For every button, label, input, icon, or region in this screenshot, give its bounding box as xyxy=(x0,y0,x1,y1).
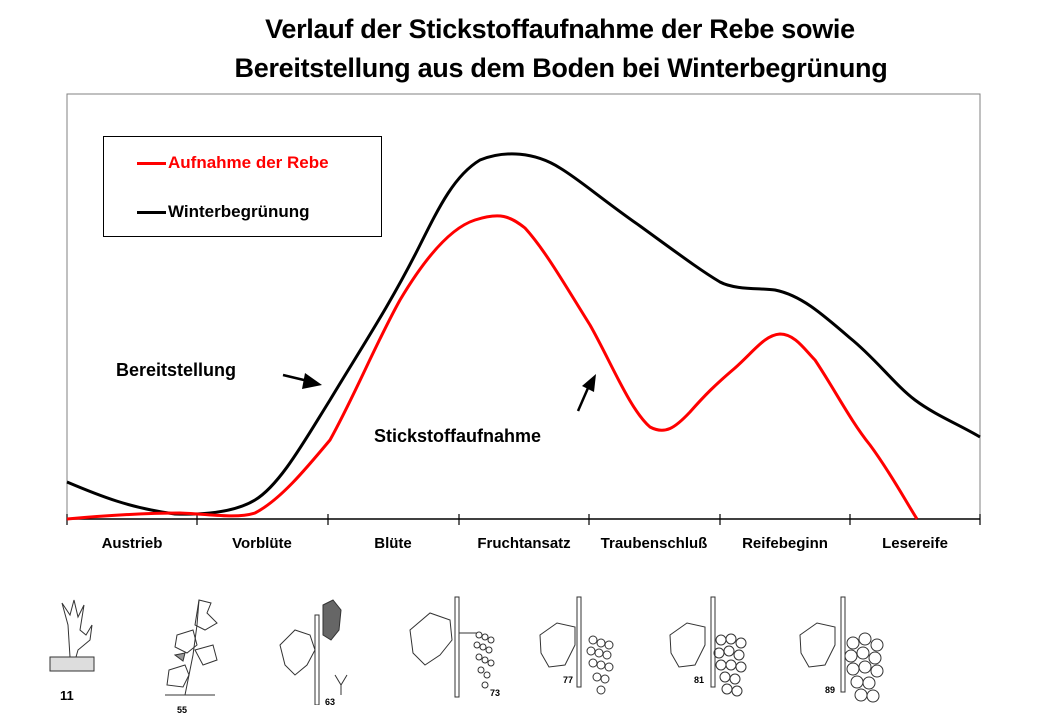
arrow-bereitstellung-icon xyxy=(282,373,322,389)
annotation-stickstoffaufnahme: Stickstoffaufnahme xyxy=(374,426,542,446)
x-tick-label-austrieb: Austrieb xyxy=(101,535,163,552)
x-tick-label-reifebeginn: Reifebeginn xyxy=(742,535,828,552)
stage-63-flowering-icon xyxy=(279,599,348,705)
stage-number: 81 xyxy=(694,675,705,685)
stage-77-bunch-closure-icon xyxy=(539,596,614,695)
stage-11-shoot-icon xyxy=(49,599,95,672)
legend-swatch-black xyxy=(137,210,166,214)
stage-number: 73 xyxy=(490,688,501,698)
legend-item-aufnahme-der-rebe: Aufnahme der Rebe xyxy=(137,153,329,173)
stage-89-harvest-icon xyxy=(799,596,884,703)
annotation-bereitstellung: Bereitstellung xyxy=(116,360,237,380)
series-aufnahme-der-rebe-line xyxy=(66,214,919,521)
stage-73-fruit-set-icon xyxy=(409,596,495,698)
stage-number: 63 xyxy=(325,697,336,707)
x-axis-ticks xyxy=(66,514,981,525)
legend-label: Winterbegrünung xyxy=(168,202,310,221)
series-winterbegruenung-line xyxy=(66,152,981,516)
stage-number: 77 xyxy=(563,675,574,685)
chart-title-line-2: Bereitstellung aus dem Boden bei Winterb… xyxy=(234,53,888,83)
x-tick-label-vorbluete: Vorblüte xyxy=(232,535,292,552)
x-tick-label-fruchtansatz: Fruchtansatz xyxy=(477,535,571,552)
legend-swatch-red xyxy=(137,161,166,165)
stage-81-veraison-icon xyxy=(669,596,747,697)
stage-number: 55 xyxy=(177,705,188,715)
stage-number: 89 xyxy=(825,685,836,695)
stage-number: 11 xyxy=(60,688,74,703)
chart-title-line-1: Verlauf der Stickstoffaufnahme der Rebe … xyxy=(265,14,855,44)
x-tick-label-lesereife: Lesereife xyxy=(882,535,948,552)
arrow-stickstoffaufnahme-icon xyxy=(576,374,596,412)
legend-label: Aufnahme der Rebe xyxy=(168,153,329,172)
chart-legend: Aufnahme der Rebe Winterbegrünung xyxy=(103,136,382,237)
x-tick-label-traubenschluss: Traubenschluß xyxy=(600,535,708,552)
stage-55-vine-icon xyxy=(165,599,218,696)
legend-item-winterbegruenung: Winterbegrünung xyxy=(137,202,310,222)
x-tick-label-bluete: Blüte xyxy=(374,535,412,552)
